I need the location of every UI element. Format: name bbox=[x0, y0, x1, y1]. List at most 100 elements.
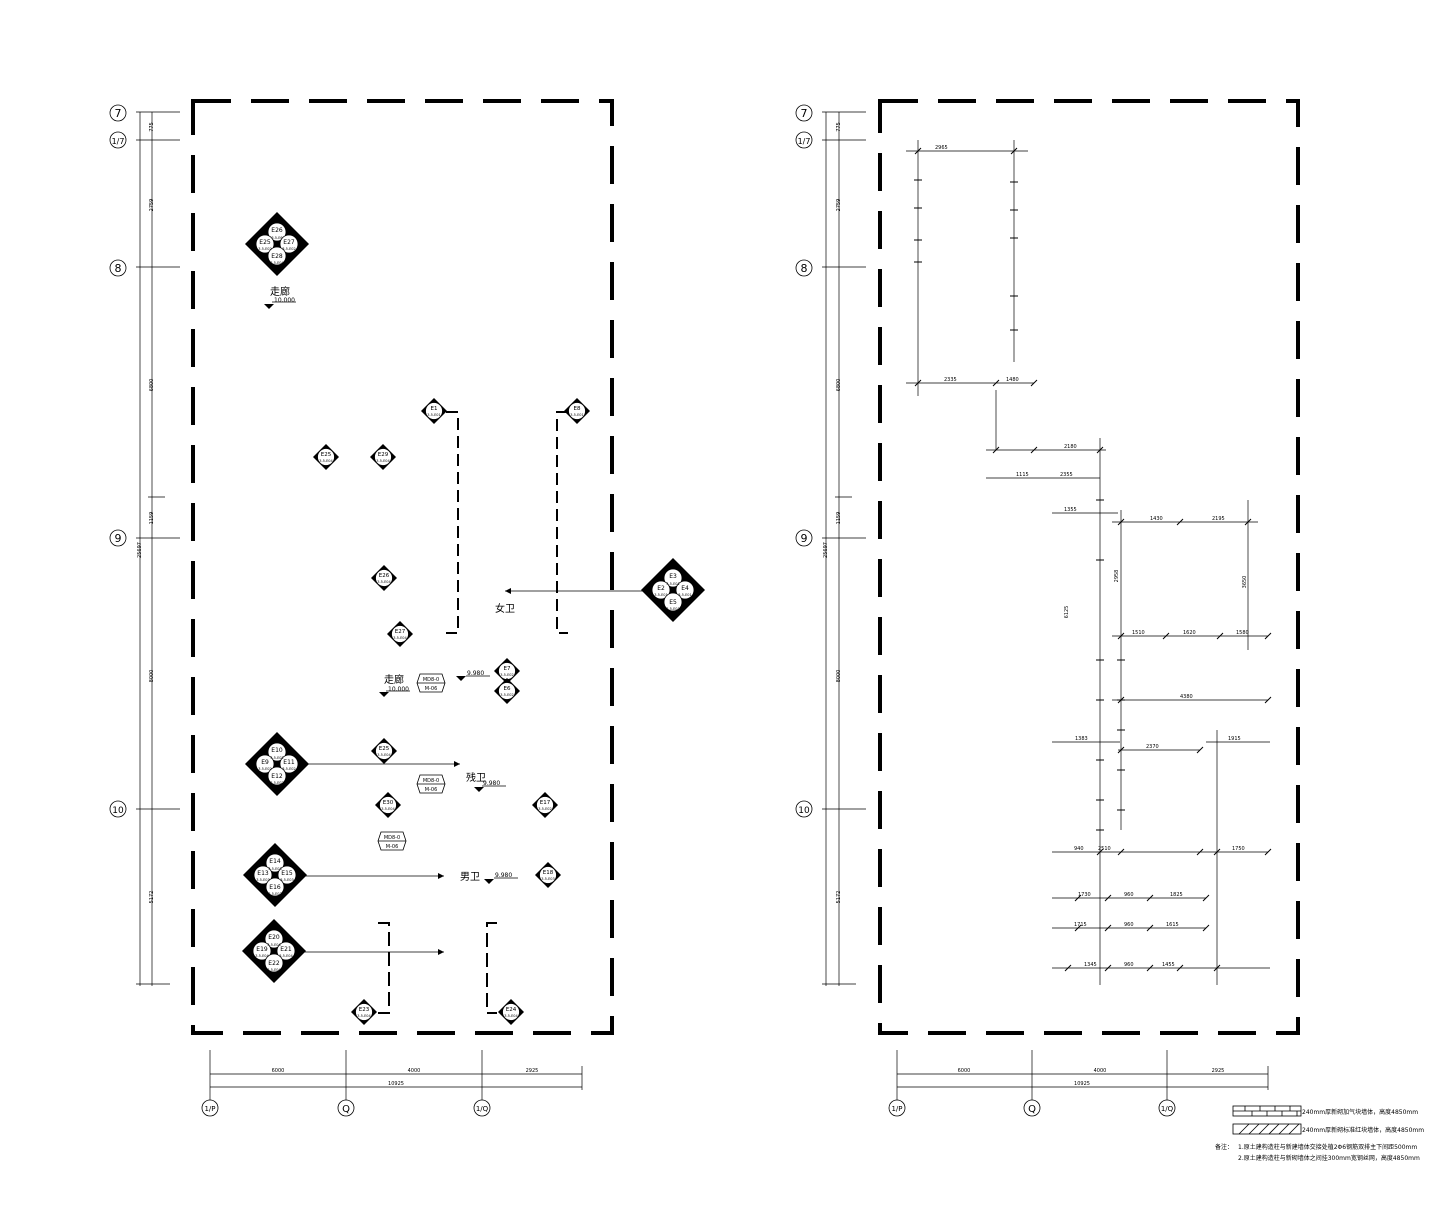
left-arrows bbox=[304, 588, 650, 955]
dim-text: 8000 bbox=[836, 670, 842, 683]
elev-top: E3 bbox=[669, 573, 677, 580]
elev-right: E21 bbox=[280, 946, 292, 953]
elev-left-sub: 3.5-E01 bbox=[654, 593, 668, 597]
elevation-marker: E7 3.5-E02 bbox=[494, 658, 520, 684]
axis-label: 10 bbox=[112, 806, 124, 816]
room-name: 女卫 bbox=[495, 602, 515, 615]
dimension-tick bbox=[1213, 848, 1221, 856]
right-vertical-dimension: 775 2759 6800 1159 25697 8000 5172 bbox=[822, 111, 866, 986]
dim-text: 1455 bbox=[1162, 962, 1175, 968]
dim-text: 940 bbox=[1074, 846, 1084, 852]
dim-text: 1730 bbox=[1078, 892, 1091, 898]
elevation-group-e20: E20 3.5-E04 E19 3.5-E04 E21 3.5-E04 E22 … bbox=[242, 919, 306, 983]
dimension-tick bbox=[1264, 632, 1272, 640]
axis-bubble-1-7: 1/7 bbox=[795, 131, 813, 149]
axis-label: 1/Q bbox=[1161, 1105, 1174, 1113]
elev-left: E19 bbox=[256, 946, 268, 953]
axis-label: 8 bbox=[115, 262, 122, 275]
elev-left: E25 bbox=[259, 239, 271, 246]
dim-text: 6125 bbox=[1064, 606, 1070, 619]
dimension-tick bbox=[992, 446, 1000, 454]
marker-sub: 3.5-E04 bbox=[357, 1014, 371, 1018]
elev-right: E4 bbox=[681, 585, 689, 592]
level-value: 10.000 bbox=[388, 686, 409, 693]
dimension-tick bbox=[1146, 894, 1154, 902]
dim-text: 1750 bbox=[1232, 846, 1245, 852]
dim-text: 5172 bbox=[149, 891, 155, 904]
marker-id: E26 bbox=[379, 573, 390, 579]
elevation-marker: E26 3.5-E04 bbox=[371, 565, 397, 591]
elev-bottom-sub: 3.5-E04 bbox=[267, 968, 281, 972]
dimension-tick bbox=[1146, 924, 1154, 932]
axis-bubble-9: 9 bbox=[795, 529, 813, 547]
elevation-group-e10: E10 3.5-E02 E9 3.5-E02 E11 3.5-E02 E12 3… bbox=[245, 732, 309, 796]
wall-dimension-lines bbox=[906, 140, 1270, 985]
dim-text: 8000 bbox=[149, 670, 155, 683]
marker-sub: 3.5-E02 bbox=[500, 693, 514, 697]
dim-text: 2195 bbox=[1212, 516, 1225, 522]
elev-bottom-sub: 3.5-E02 bbox=[270, 781, 284, 785]
marker-sub: 3.5-E03 bbox=[541, 877, 555, 881]
dimension-ticks bbox=[914, 147, 1272, 972]
room-labels: 走廊 10.000 女卫 走廊 10.000 9.980 残卫 9.980 男卫… bbox=[264, 285, 518, 884]
wall-dimension-labels: 2965 2335 1480 2180 1115 2355 1355 1430 … bbox=[935, 145, 1249, 968]
dimension-tick bbox=[1146, 964, 1154, 972]
right-plan-boundary bbox=[878, 99, 1300, 1035]
elev-right-sub: 3.5-E04 bbox=[279, 954, 293, 958]
marker-id: E1 bbox=[431, 406, 438, 412]
dim-text: 960 bbox=[1124, 922, 1134, 928]
dim-text: 6000 bbox=[958, 1068, 971, 1074]
axis-label: 1/P bbox=[204, 1105, 215, 1113]
door-sub: M-06 bbox=[386, 844, 398, 850]
elev-right: E11 bbox=[283, 759, 295, 766]
dim-text: 1580 bbox=[1236, 630, 1249, 636]
dimension-tick bbox=[1117, 518, 1125, 526]
dimension-tick bbox=[1162, 632, 1170, 640]
legend-label: 240mm厚新砌标准红块墙体，高度4850mm bbox=[1302, 1126, 1424, 1134]
level-value: 9.980 bbox=[495, 872, 512, 879]
marker-id: E17 bbox=[540, 800, 551, 806]
room-name: 男卫 bbox=[460, 871, 480, 883]
elevation-marker: E8 3.5-E01 bbox=[564, 398, 590, 424]
dimension-tick bbox=[1104, 894, 1112, 902]
dim-text: 2335 bbox=[944, 377, 957, 383]
marker-sub: 3.5-E04 bbox=[393, 636, 407, 640]
legend-item-red-brick: 240mm厚新砌标准红块墙体，高度4850mm bbox=[1232, 1123, 1424, 1135]
elev-left: E2 bbox=[657, 585, 665, 592]
dim-text: 1355 bbox=[1064, 507, 1077, 513]
elev-left-sub: 3.5-E04 bbox=[255, 954, 269, 958]
axis-bubble-1-p: 1/P bbox=[201, 1099, 219, 1117]
left-plan-boundary bbox=[191, 99, 614, 1035]
elev-bottom-sub: 3.5-E04 bbox=[270, 261, 284, 265]
elevation-marker: E27 3.5-E04 bbox=[387, 621, 413, 647]
elev-bottom: E22 bbox=[268, 960, 280, 967]
marker-sub: 3.5-E04 bbox=[319, 459, 333, 463]
marker-sub: 3.5-E04 bbox=[504, 1014, 518, 1018]
dim-text: 775 bbox=[149, 122, 155, 132]
elev-bottom: E5 bbox=[669, 599, 677, 606]
axis-bubble-7: 7 bbox=[795, 104, 813, 122]
marker-id: E27 bbox=[395, 629, 406, 635]
dimension-tick bbox=[1216, 632, 1224, 640]
axis-label: 9 bbox=[115, 532, 122, 545]
axis-bubble-8: 8 bbox=[109, 259, 127, 277]
elev-top: E10 bbox=[271, 747, 283, 754]
marker-id: E25 bbox=[321, 452, 332, 458]
level-value: 10.000 bbox=[274, 297, 295, 304]
dim-text: 1615 bbox=[1166, 922, 1179, 928]
dim-text: 2759 bbox=[836, 199, 842, 212]
elevation-marker: E30 3.5-E04 bbox=[375, 792, 401, 818]
elev-bottom: E12 bbox=[271, 773, 283, 780]
dim-text: 2925 bbox=[526, 1068, 539, 1074]
axis-label: Q bbox=[342, 1104, 350, 1115]
dimension-tick bbox=[1074, 924, 1082, 932]
dimension-tick bbox=[1244, 518, 1252, 526]
axis-bubble-q: Q bbox=[1023, 1099, 1041, 1117]
elev-left-sub: 3.5-E03 bbox=[256, 878, 270, 882]
door-id: MD8-0 bbox=[423, 677, 439, 683]
marker-id: E23 bbox=[359, 1007, 370, 1013]
elev-left: E9 bbox=[261, 759, 269, 766]
door-tag: MD8-0 M-06 bbox=[416, 673, 446, 693]
dimension-tick bbox=[1104, 964, 1112, 972]
